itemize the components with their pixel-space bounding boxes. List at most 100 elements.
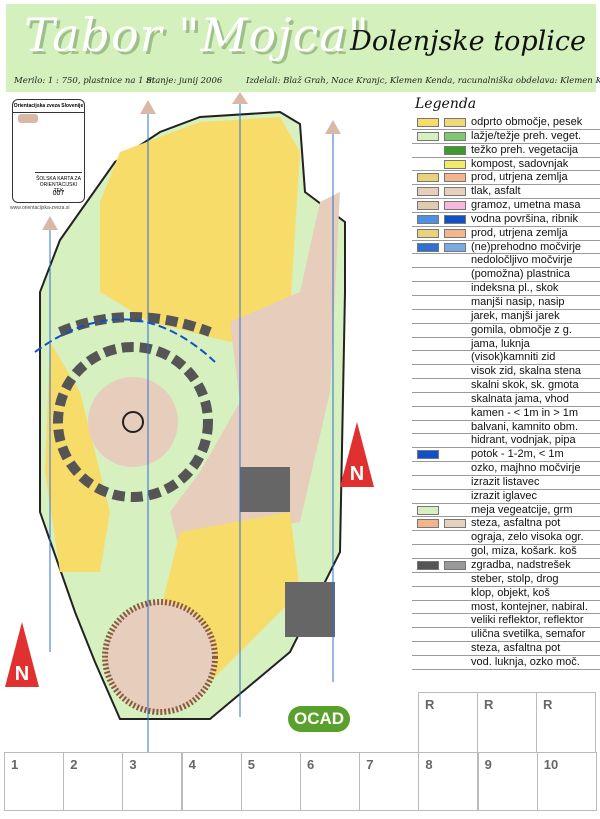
control-cell[interactable]: 9 [477,752,538,811]
control-cell[interactable]: 4 [181,752,242,811]
north-sign-icon: N [5,622,39,687]
legend-item: gomila, območje z g. [412,324,600,338]
reserve-cell[interactable]: R [477,692,537,753]
legend-item: gramoz, umetna masa [412,199,600,213]
legend-swatch [444,187,466,197]
legend-label: meja vegeatcije, grm [471,503,573,516]
legend-item: (pomožna) plastnica [412,268,600,283]
legend-swatch [444,519,466,529]
legend-label: kamen - < 1m in > 1m [471,406,578,419]
federation-badge: Orientacijska zveza Slovenije ŠOLSKA KAR… [12,99,85,203]
control-cell[interactable]: 10 [536,752,597,811]
legend-swatch [444,214,466,224]
slovenia-map-icon [18,114,38,123]
legend-swatch [417,228,439,238]
legend-item: skalni skok, sk. gmota [412,379,600,393]
legend-item: skalnata jama, vhod [412,393,600,407]
open-area [100,117,300,342]
legend-label: (visok)kamniti zid [471,351,556,364]
legend-label: izrazit iglavec [471,489,538,502]
legend-label: jama, luknja [471,337,530,350]
building [285,582,335,637]
legend-item: prod, utrjena zemlja [412,171,600,186]
legend-label: hidrant, vodnjak, pipa [471,434,576,447]
legend-item: steza, asfaltna pot [412,642,600,656]
legend-label: lažje/težje preh. veget. [471,129,582,142]
map-header: Tabor "Mojca" Dolenjske toplice Merilo: … [6,4,600,92]
legend-item: zgradba, nadstrešek [412,559,600,573]
map-title: Tabor "Mojca" [24,8,370,62]
map-series: ŠOLSKA KARTA ZA ORIENTACIJSKI TEK [35,172,82,194]
map-number: 007 [52,190,65,197]
legend-item: odprto območje, pesek [412,116,600,130]
legend-title: Legenda [415,96,477,112]
control-cell[interactable]: 7 [359,752,420,811]
ocad-logo: OCAD [288,706,350,732]
legend-label: tlak, asfalt [471,185,521,198]
federation-url: www.orientacijska-zveza.si [10,205,70,211]
legend-label: izrazit listavec [471,475,540,488]
control-cell[interactable]: 6 [300,752,360,811]
legend-item: vod. luknja, ozko moč. [412,656,600,670]
control-cell[interactable]: 3 [122,752,183,811]
legend-label: skalni skok, sk. gmota [471,379,579,392]
legend-swatch [444,145,466,155]
central-marker [122,411,144,433]
control-cell[interactable]: 8 [418,752,479,811]
legend-swatch [444,228,466,238]
scale-info: Merilo: 1 : 750, plastnice na 1 m [14,76,155,86]
legend-label: veliki reflektor, reflektor [471,614,584,627]
north-arrow-icon [232,92,248,104]
legend-label: gomila, območje z g. [471,323,572,336]
legend-swatch [417,242,439,252]
legend-label: potok - 1-2m, < 1m [471,448,564,461]
map-location: Dolenjske toplice [350,26,586,57]
legend-item: kamen - < 1m in > 1m [412,407,600,421]
control-cell[interactable]: 2 [63,752,124,811]
legend-item: jarek, manjši jarek [412,310,600,324]
legend-swatch [444,242,466,252]
legend-swatch [417,561,439,570]
legend-item: izrazit iglavec [412,490,600,504]
amphitheatre [102,599,218,715]
legend-swatch [444,118,466,127]
legend-label: manjši nasip, nasip [471,295,565,308]
legend-swatch [417,173,439,183]
control-cell[interactable]: 5 [240,752,301,811]
legend-item: težko preh. vegetacija [412,144,600,158]
building [240,467,290,512]
legend-label: most, kontejner, nabiral. [471,600,588,613]
legend-label: vodna površina, ribnik [471,212,579,225]
legend-item: lažje/težje preh. veget. [412,130,600,144]
legend-label: ograja, zelo visoka ogr. [471,531,584,544]
legend-label: visok zid, skalna stena [471,365,582,378]
legend-item: vodna površina, ribnik [412,213,600,227]
legend-label: gramoz, umetna masa [471,199,581,212]
legend-item: visok zid, skalna stena [412,365,600,380]
legend-item: klop, objekt, koš [412,587,600,601]
legend-item: ozko, majhno močvirje [412,462,600,476]
legend-label: ulična svetilka, semafor [471,628,586,641]
legend-item: izrazit listavec [412,476,600,490]
north-sign-icon: N [340,422,374,487]
date-info: Stanje: junij 2006 [146,76,223,86]
legend-item: balvani, kamnito obm. [412,421,600,435]
federation-name: Orientacijska zveza Slovenije [13,100,84,113]
control-cell[interactable]: 1 [4,752,64,811]
legend-label: odprto območje, pesek [471,116,583,128]
legend-item: hidrant, vodnjak, pipa [412,434,600,449]
legend-item: ulična svetilka, semafor [412,628,600,643]
legend-label: klop, objekt, koš [471,586,550,599]
reserve-cell[interactable]: R [418,692,478,753]
legend-item: nedoločljivo močvirje [412,254,600,269]
legend-label: (pomožna) plastnica [471,268,571,281]
legend-swatch [444,561,466,570]
legend-item: gol, miza, košark. koš [412,545,600,559]
legend-swatch [444,201,466,211]
legend-label: steber, stolp, drog [471,572,559,585]
legend-label: kompost, sadovnjak [471,157,569,170]
legend-label: jarek, manjši jarek [471,309,560,322]
reserve-cell[interactable]: R [536,692,596,753]
legend-swatch [417,118,439,127]
legend-label: (ne)prehodno močvirje [471,240,582,253]
